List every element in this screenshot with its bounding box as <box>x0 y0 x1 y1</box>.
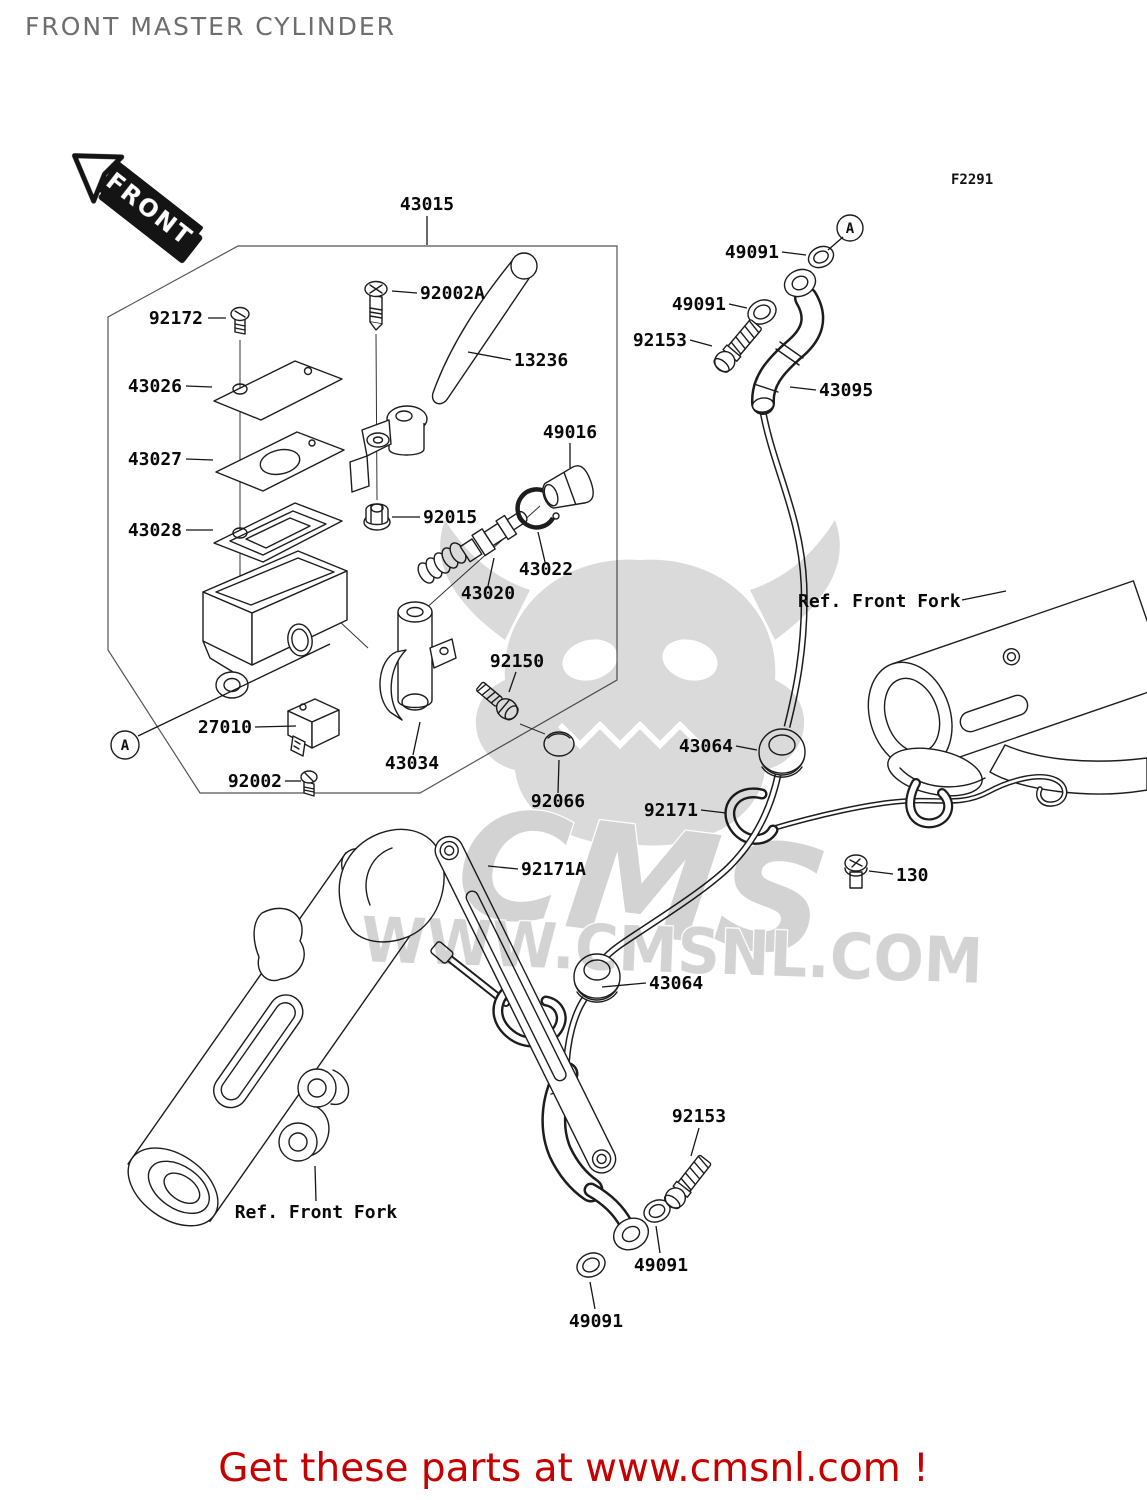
page-title: FRONT MASTER CYLINDER <box>25 12 396 41</box>
part-label-92150: 92150 <box>490 651 544 672</box>
part-label-43026: 43026 <box>128 376 182 397</box>
banjo-bolt-92153-bottom <box>663 1154 712 1210</box>
callout-letter-a-right: A <box>846 221 855 237</box>
part-label-43034: 43034 <box>385 753 439 774</box>
front-fork-reference-left <box>127 828 445 1227</box>
front-fork-reference-right <box>867 580 1147 797</box>
front-arrow-icon <box>71 153 125 204</box>
callout-circle-a-right <box>836 214 864 242</box>
screw-92172 <box>230 306 250 335</box>
reservoir-cap-43026 <box>213 360 343 421</box>
footer-promo: Get these parts at www.cmsnl.com ! <box>218 1446 929 1491</box>
washer-49091-bottom-1 <box>643 1199 671 1223</box>
callout-circle-a-left <box>110 730 140 760</box>
switch-screw-92002 <box>300 770 318 797</box>
cylinder-body-and-clamp-43034 <box>379 601 457 721</box>
part-label-49091-top-2: 49091 <box>672 294 726 315</box>
part-label-92153-top: 92153 <box>633 330 687 351</box>
pivot-locknut-92015 <box>363 503 391 531</box>
banjo-eye-upper <box>783 268 817 298</box>
washer-49091-top-1 <box>807 245 835 269</box>
part-label-49091-bottom-1: 49091 <box>634 1255 688 1276</box>
banjo-eye-lower <box>613 1217 649 1251</box>
diaphragm-43028 <box>213 502 343 563</box>
part-label-43027: 43027 <box>128 449 182 470</box>
part-label-92171: 92171 <box>644 800 698 821</box>
part-label-49016: 49016 <box>543 422 597 443</box>
clamp-hook-2 <box>905 778 954 829</box>
part-label-43015: 43015 <box>400 194 454 215</box>
part-label-43064-lower: 43064 <box>649 973 703 994</box>
part-label-92002A: 92002A <box>420 283 485 304</box>
ref-label-front-fork-bottom: Ref. Front Fork <box>235 1202 398 1223</box>
part-label-43064-upper: 43064 <box>679 736 733 757</box>
brake-hose-43095 <box>750 268 825 415</box>
part-label-43020: 43020 <box>461 583 515 604</box>
diagram-code: F2291 <box>951 172 993 188</box>
washer-49091-bottom-2 <box>576 1252 606 1278</box>
part-label-92172: 92172 <box>149 308 203 329</box>
dust-boot-49016 <box>542 465 594 509</box>
ref-label-front-fork-right: Ref. Front Fork <box>798 591 961 612</box>
part-labels: 43015 92172 43026 43027 43028 92002A 132… <box>121 194 961 1332</box>
banjo-bolt-92153-top <box>713 319 762 373</box>
brake-switch-27010 <box>287 698 340 757</box>
front-direction-badge: FRONT <box>71 153 203 264</box>
part-label-130: 130 <box>896 865 929 886</box>
part-label-92015: 92015 <box>423 507 477 528</box>
part-label-92066: 92066 <box>531 791 585 812</box>
part-label-49091-bottom-2: 49091 <box>569 1311 623 1332</box>
part-label-92153-bottom: 92153 <box>672 1106 726 1127</box>
part-label-92171A: 92171A <box>521 859 586 880</box>
bolt-130 <box>844 854 868 889</box>
part-label-92002: 92002 <box>228 771 282 792</box>
part-label-43095: 43095 <box>819 380 873 401</box>
leader-lines <box>137 216 1007 1310</box>
pivot-bolt-92002A <box>364 280 388 331</box>
diaphragm-plate-43027 <box>215 431 345 492</box>
part-label-43028: 43028 <box>128 520 182 541</box>
part-label-49091-top-1: 49091 <box>725 242 779 263</box>
part-label-27010: 27010 <box>198 717 252 738</box>
bracket-92171A <box>434 835 617 1174</box>
washer-49091-top-2 <box>747 299 777 325</box>
brake-lever-13236 <box>349 252 538 493</box>
grommet-43064-lower <box>573 953 621 1003</box>
reservoir-body <box>202 550 348 699</box>
part-label-13236: 13236 <box>514 350 568 371</box>
cmsnl-watermark: CMS WWW.CMSNL.COM <box>359 520 985 999</box>
part-label-43022: 43022 <box>519 559 573 580</box>
callout-letter-a-left: A <box>121 738 130 754</box>
